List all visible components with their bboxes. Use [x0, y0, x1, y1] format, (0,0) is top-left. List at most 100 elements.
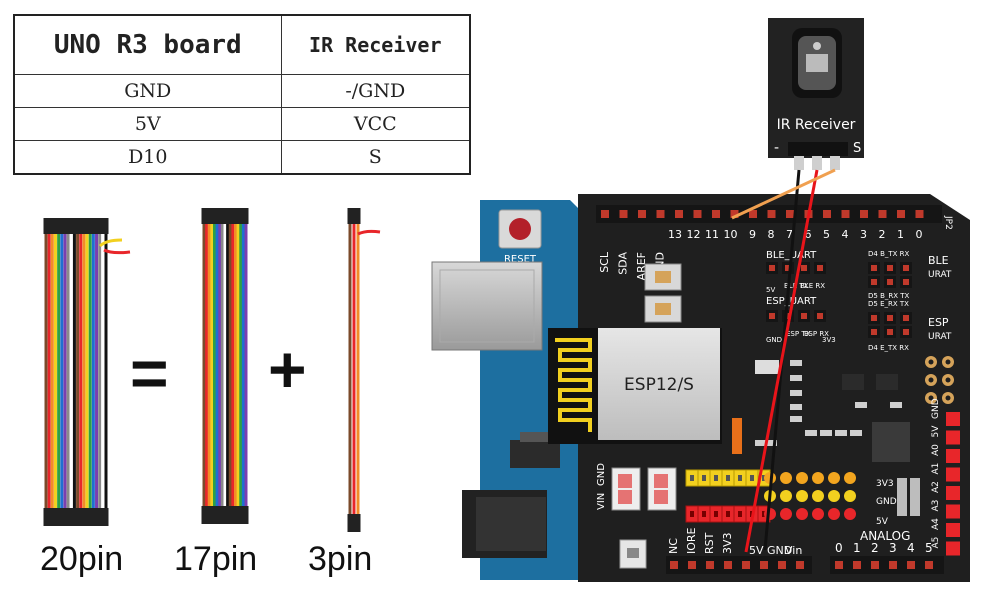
ir-receiver-module: IR Receiver - S	[768, 18, 864, 170]
label-3pin: 3pin	[308, 540, 373, 578]
top-pin-label: 12	[687, 228, 701, 241]
right-pin-label: A0	[931, 444, 941, 456]
mid-5v: 5V	[876, 517, 889, 527]
wires	[731, 168, 836, 553]
right-pin-label: A1	[931, 463, 941, 475]
analog-label: ANALOG	[860, 529, 910, 543]
top-pin-label: 7	[786, 228, 793, 241]
table-header-row: UNO R3 board IR Receiver	[13, 14, 471, 75]
table-row: D10 S	[13, 140, 471, 175]
label-d5-erx: D5 E_RX TX	[868, 300, 909, 308]
top-pin-label: 4	[842, 228, 849, 241]
top-pin-label: 8	[768, 228, 775, 241]
header-uno: UNO R3 board	[13, 14, 282, 75]
label-d4-btx: D4 B_TX RX	[868, 250, 910, 258]
label-20pin: 20pin	[40, 540, 124, 578]
ir-minus-label: -	[774, 140, 779, 156]
uno-board: RESET	[431, 200, 580, 580]
esp-pin-rx: ESP RX	[804, 330, 829, 338]
ble-pin-5v: 5V	[766, 286, 775, 294]
top-pin-label: 9	[749, 228, 756, 241]
top-pin-label: 3	[860, 228, 867, 241]
cable-bundle-3pin	[347, 208, 381, 532]
analog-pin-label: 4	[907, 541, 915, 555]
esp-pin-tx: ESP TX	[786, 330, 811, 338]
uart-select-block	[868, 262, 912, 338]
top-pin-label: 10	[724, 228, 738, 241]
right-pin-label: A2	[931, 481, 941, 493]
reset-button-cap	[509, 218, 531, 240]
table-cell: VCC	[280, 107, 471, 141]
table-cell: GND	[13, 74, 282, 108]
power-connectors: VIN GND	[596, 463, 677, 511]
top-pin-label: 11	[705, 228, 719, 241]
top-pin-label: SCL	[598, 251, 611, 273]
wire-5v	[744, 169, 819, 553]
bottom-pin-label: IORE	[685, 527, 698, 554]
ble-urat-1: BLE	[928, 254, 949, 267]
usb-port	[431, 261, 543, 351]
top-pin-label: 6	[805, 228, 812, 241]
right-pin-label: 5V	[931, 425, 941, 438]
analog-pin-label: 5	[925, 541, 933, 555]
mid-gnd: GND	[876, 497, 897, 507]
table-cell: 5V	[13, 107, 282, 141]
bottom-pin-label: 3V3	[721, 532, 734, 554]
top-pin-label: SDA	[617, 252, 630, 275]
bottom-pin-label: GND	[767, 544, 792, 557]
ir-module-label: IR Receiver	[777, 117, 856, 133]
ble-urat-2: URAT	[928, 270, 952, 280]
wiring-table: UNO R3 board IR Receiver GND -/GND 5V VC…	[13, 14, 471, 175]
equals-symbol: =	[130, 336, 169, 410]
cable-bundle-17pin	[201, 208, 249, 524]
top-pin-label: 2	[879, 228, 886, 241]
top-pin-label: 1	[897, 228, 904, 241]
vin-label: VIN	[596, 493, 607, 510]
label-17pin: 17pin	[174, 540, 258, 578]
expansion-shield: SCLSDAAREFGND131211109876543210 JP2 ESP1…	[548, 194, 970, 582]
right-pin-label: A4	[931, 518, 941, 530]
ble-pin-rx: BLE RX	[800, 282, 825, 290]
sensor-headers	[685, 469, 920, 523]
table-row: 5V VCC	[13, 107, 471, 141]
ir-signal-label: S	[853, 141, 861, 156]
c6-capacitor	[732, 418, 742, 454]
analog-pin-label: 3	[889, 541, 897, 555]
esp-urat-1: ESP	[928, 316, 949, 329]
analog-pin-label: 2	[871, 541, 879, 555]
label-d5-brx: D5 B_RX TX	[868, 292, 910, 300]
esp12s-module	[598, 328, 720, 440]
ic1-chip	[872, 422, 910, 462]
top-pin-label: 13	[668, 228, 682, 241]
analog-pin-label: 0	[835, 541, 843, 555]
right-pin-label: GND	[931, 398, 941, 419]
esp-urat-2: URAT	[928, 332, 952, 342]
bottom-pin-label: NC	[667, 538, 680, 554]
right-pin-label: A5	[931, 537, 941, 549]
jp-top-label: JP2	[943, 215, 953, 230]
table-cell: D10	[13, 140, 282, 175]
label-d4-etx: D4 E_TX RX	[868, 344, 909, 352]
bottom-pin-label: RST	[703, 532, 716, 554]
wire-signal	[731, 168, 836, 220]
round-pads	[925, 356, 954, 404]
table-cell: S	[280, 140, 471, 175]
analog-pin-label: 1	[853, 541, 861, 555]
mid-3v3: 3V3	[876, 479, 894, 489]
smd-components	[755, 360, 902, 446]
reset-label: RESET	[504, 254, 537, 265]
top-pin-label: 5	[823, 228, 830, 241]
header-ir: IR Receiver	[280, 14, 471, 75]
plus-symbol: +	[268, 332, 307, 406]
esp-antenna	[555, 338, 592, 432]
esp-pin-3v3: 3V3	[822, 336, 836, 344]
esp-pin-gnd: GND	[766, 336, 782, 344]
top-pin-label: 0	[916, 228, 923, 241]
top-header-labels: SCLSDAAREFGND131211109876543210	[598, 228, 923, 280]
bottom-pin-label: Vin	[785, 544, 802, 557]
top-header-pins	[601, 210, 924, 218]
cable-bundle-20pin	[43, 218, 131, 526]
